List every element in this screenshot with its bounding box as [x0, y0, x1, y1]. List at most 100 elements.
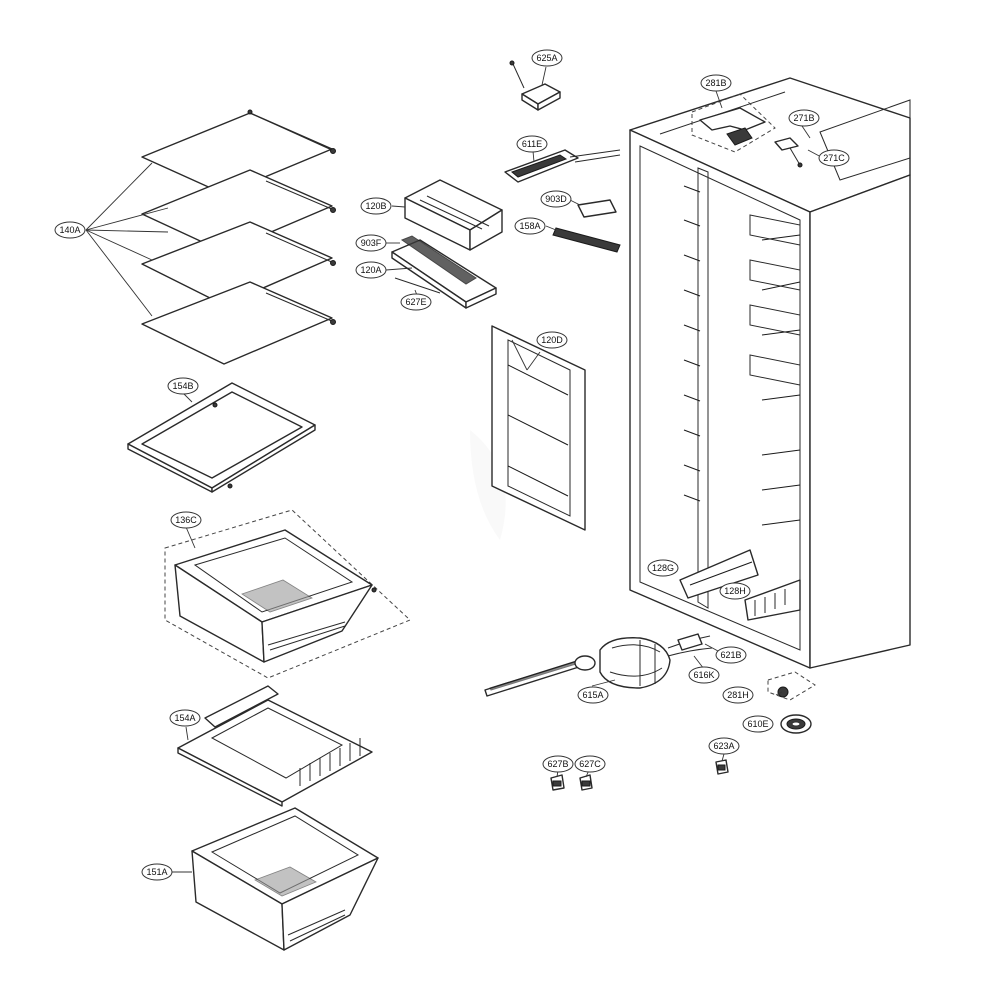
callout-154b: 154B: [167, 377, 199, 395]
callout-label: 140A: [59, 225, 80, 235]
leader-lines-140A: [85, 162, 169, 317]
refrigerator-cabinet: [629, 77, 911, 701]
callout-bubble: [788, 109, 820, 127]
callout-label: 128G: [652, 563, 674, 573]
callout-label: 128H: [724, 586, 746, 596]
callout-label: 120A: [360, 265, 381, 275]
callout-bubble: [167, 377, 199, 395]
callout-151a: 151A: [141, 863, 173, 881]
grommet-610E: [780, 714, 812, 734]
callout-label: 120B: [365, 201, 386, 211]
callout-bubble: [141, 863, 173, 881]
callout-bubble: [536, 331, 568, 349]
callout-140a: 140A: [54, 221, 86, 239]
callout-bubble: [360, 197, 392, 215]
callout-615a: 615A: [577, 686, 609, 704]
callout-627b: 627B: [542, 755, 574, 773]
callout-154a: 154A: [169, 709, 201, 727]
glass-shelf-3: [141, 221, 336, 306]
callout-label: 154B: [172, 381, 193, 391]
callout-label: 903D: [545, 194, 567, 204]
callout-bubble: [708, 737, 740, 755]
callout-label: 271C: [823, 153, 845, 163]
vent-fins: [299, 738, 361, 786]
callout-621b: 621B: [715, 646, 747, 664]
callout-bubble: [400, 293, 432, 311]
callout-label: 281B: [705, 78, 726, 88]
callout-bubble: [722, 686, 754, 704]
callout-bubble: [574, 755, 606, 773]
callout-label: 616K: [693, 670, 714, 680]
callout-label: 154A: [174, 713, 195, 723]
callout-281h: 281H: [722, 686, 754, 704]
callout-903f: 903F: [355, 234, 387, 252]
housing-120A: [385, 235, 497, 309]
callout-903d: 903D: [540, 190, 572, 208]
callout-271b: 271B: [788, 109, 820, 127]
callout-bubble: [516, 135, 548, 153]
callout-bubble: [531, 49, 563, 67]
callout-label: 120D: [541, 335, 563, 345]
callout-label: 136C: [175, 515, 197, 525]
callout-label: 627B: [547, 759, 568, 769]
callout-bubble: [688, 666, 720, 684]
callout-bubble: [355, 261, 387, 279]
callout-label: 621B: [720, 650, 741, 660]
crisper-cover-154A: [177, 685, 373, 807]
callout-128h: 128H: [719, 582, 751, 600]
clip-627B: [550, 769, 565, 791]
glass-shelf-2: [141, 169, 336, 253]
glass-shelf-1: [141, 109, 336, 195]
glass-shelf-stack: [141, 109, 336, 365]
watermark-logo: [470, 430, 506, 540]
callout-label: 151A: [146, 867, 167, 877]
callout-bubble: [742, 715, 774, 733]
callout-120b: 120B: [360, 197, 392, 215]
filter-housing-615A: [484, 637, 671, 697]
callout-label: 903F: [361, 238, 382, 248]
callout-bubble: [577, 686, 609, 704]
callout-label: 627C: [579, 759, 601, 769]
callout-bubble: [818, 149, 850, 167]
callout-271c: 271C: [818, 149, 850, 167]
callout-120a: 120A: [355, 261, 387, 279]
glass-shelf-4: [141, 281, 336, 365]
callout-136c: 136C: [170, 511, 202, 529]
callout-bubble: [542, 755, 574, 773]
callout-bubble: [700, 74, 732, 92]
callout-bubble: [355, 234, 387, 252]
callout-625a: 625A: [531, 49, 563, 67]
callout-bubble: [719, 582, 751, 600]
clip-627C: [579, 769, 593, 791]
lamp-assembly-611E: [504, 149, 621, 183]
callout-bubble: [54, 221, 86, 239]
callout-label: 611E: [522, 139, 542, 149]
panel-120D: [491, 325, 586, 531]
crisper-assembly-136C: [164, 509, 411, 679]
callout-bubble: [715, 646, 747, 664]
callout-627c: 627C: [574, 755, 606, 773]
crisper-drawer-151A: [172, 807, 379, 951]
strip-903D: [569, 199, 617, 218]
strip-158A: [545, 225, 621, 253]
callout-bubble: [170, 511, 202, 529]
callout-label: 610E: [747, 719, 768, 729]
callout-label: 271B: [793, 113, 814, 123]
callout-label: 627E: [405, 297, 426, 307]
callout-label: 615A: [582, 690, 603, 700]
callout-bubble: [540, 190, 572, 208]
freezer-side-rails: [683, 185, 701, 502]
callout-158a: 158A: [514, 217, 546, 235]
clip-623A: [715, 753, 729, 775]
callout-label: 623A: [713, 741, 734, 751]
callout-label: 158A: [519, 221, 540, 231]
cover-120B: [391, 179, 503, 251]
callout-labels: 140A 154B 136C 154A 151A 625A 611E 120B 903D 158A…: [54, 49, 850, 881]
callout-616k: 616K: [688, 666, 720, 684]
callout-bubble: [514, 217, 546, 235]
callout-627e: 627E: [400, 293, 432, 311]
sensor-625A: [509, 60, 561, 111]
callout-120d: 120D: [536, 331, 568, 349]
